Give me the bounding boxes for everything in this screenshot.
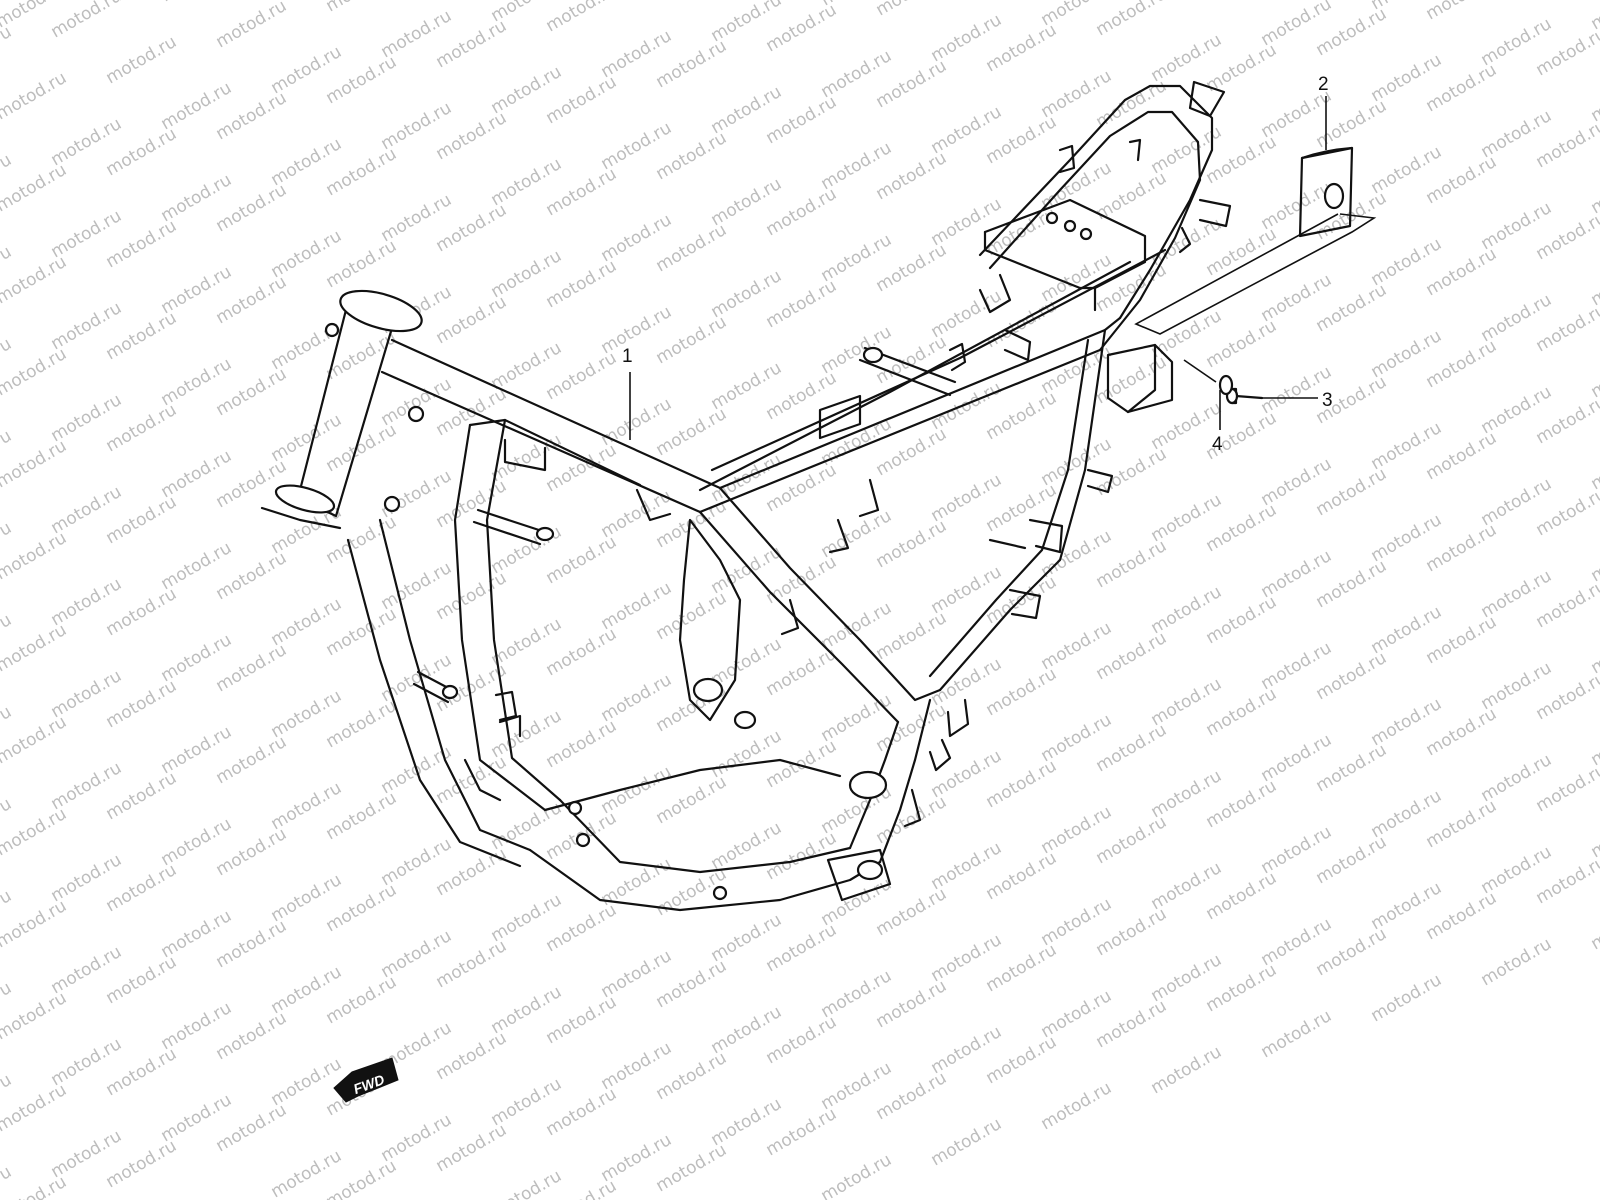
callout-2: 2 — [1318, 74, 1329, 95]
callouts: 1 2 3 4 — [622, 74, 1333, 455]
watermark-text: motod.ru — [1478, 934, 1556, 990]
projection-line-bolt — [1183, 359, 1217, 383]
watermark-text: motod.ru — [48, 0, 126, 42]
part-2-cover-plate — [1298, 146, 1354, 238]
watermark-text: motod.ru — [0, 1162, 15, 1200]
projection-line — [1134, 213, 1377, 335]
watermark-text: motod.ru — [0, 68, 70, 124]
watermark-text: motod.ru — [0, 22, 15, 78]
callout-3: 3 — [1322, 390, 1333, 411]
callout-1: 1 — [622, 346, 633, 367]
motorcycle-frame — [260, 80, 1232, 912]
watermark-text: motod.ru — [1093, 0, 1171, 40]
forward-arrow-icon — [333, 1057, 399, 1103]
watermark-text: motod.ru — [213, 0, 291, 52]
watermark-text: motod.ru — [488, 1166, 566, 1200]
leader-lines — [629, 96, 1377, 440]
watermark-text: motod.ru — [543, 0, 621, 36]
watermark-text: motod.ru — [103, 32, 181, 88]
part-4-washer — [1218, 374, 1234, 396]
watermark-text: motod.ru — [1203, 0, 1281, 4]
watermark-text: motod.ru — [1588, 898, 1600, 954]
watermark-text: motod.ru — [1038, 1078, 1116, 1134]
watermark-text: motod.ru — [1258, 1006, 1336, 1062]
watermark-text: motod.ru — [323, 0, 401, 16]
watermark-text: motod.ru — [1148, 1042, 1226, 1098]
watermark-text: motod.ru — [928, 1114, 1006, 1170]
watermark-text: motod.ru — [818, 1150, 896, 1200]
watermark-text: motod.ru — [1423, 0, 1501, 24]
watermark-text: motod.ru — [158, 0, 236, 6]
callout-4: 4 — [1212, 434, 1223, 455]
watermark-text: motod.ru — [1368, 970, 1446, 1026]
watermark-text: motod.ru — [873, 0, 951, 20]
